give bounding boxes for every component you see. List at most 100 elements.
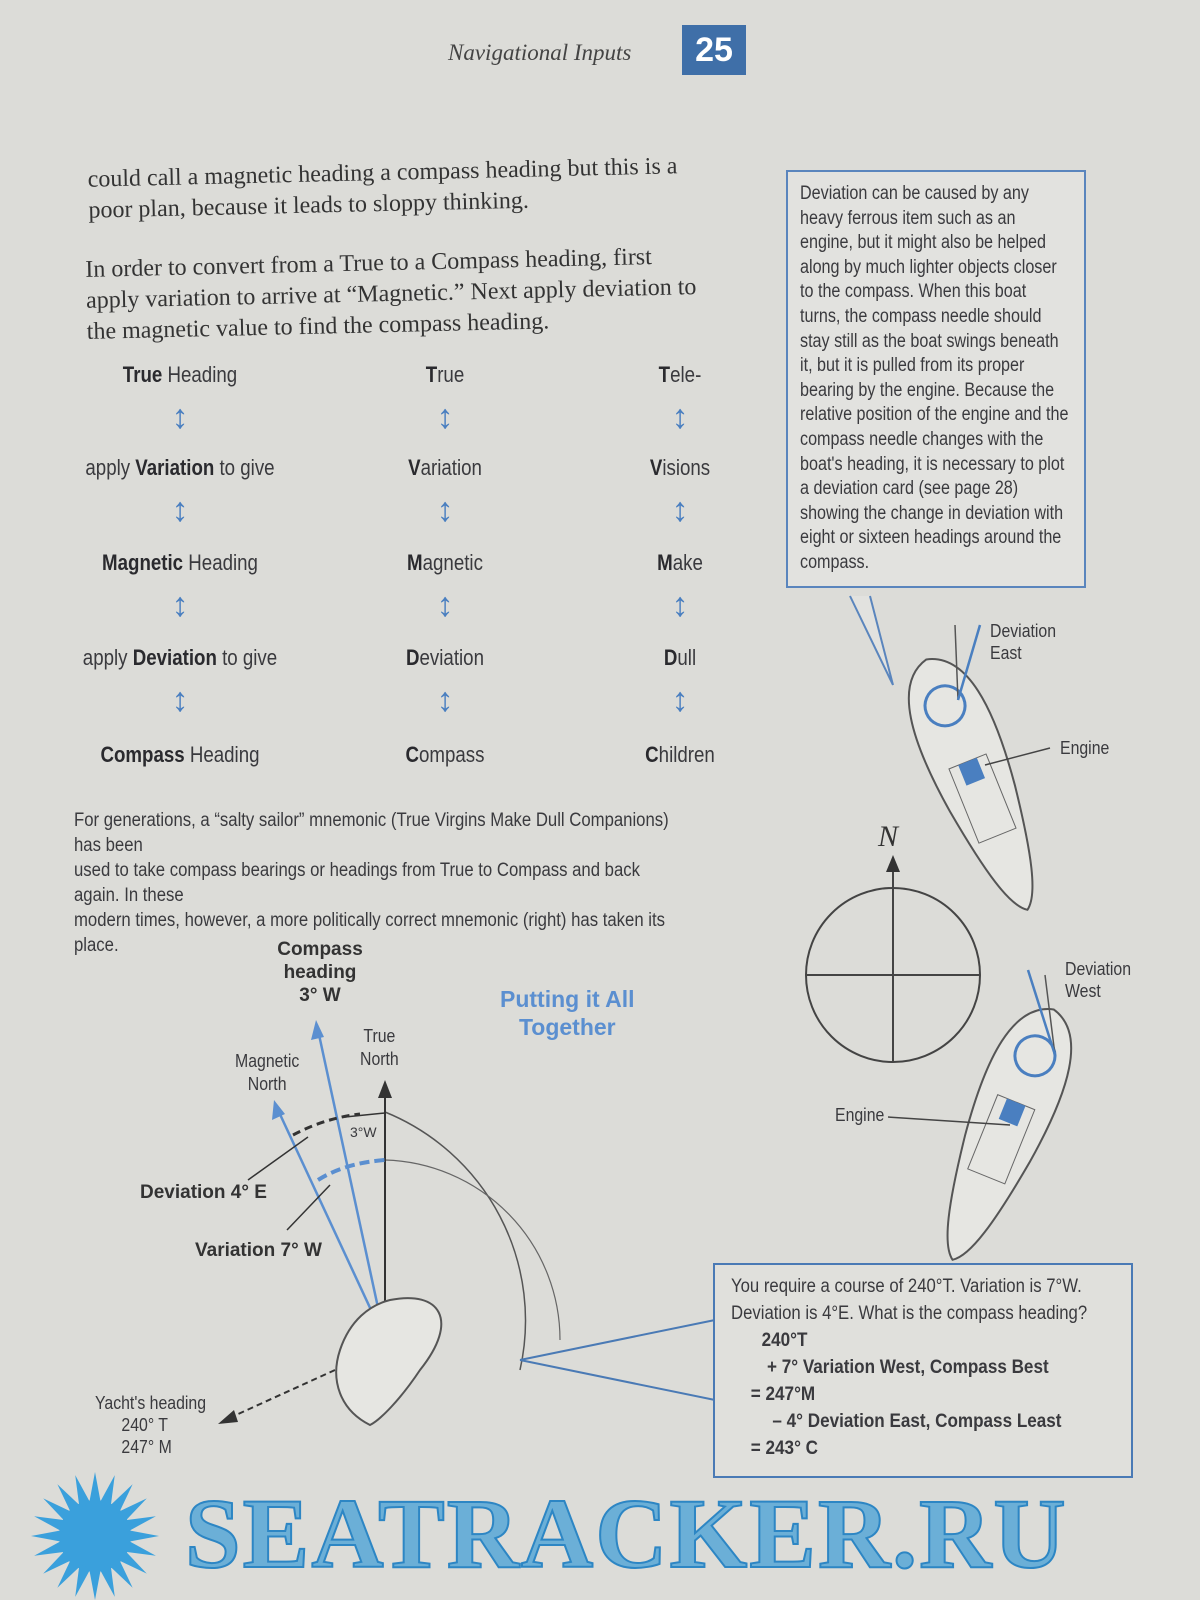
text-line: East	[990, 643, 1022, 663]
calc-magnetic: = 247°M	[750, 1384, 816, 1405]
emphasis: M	[657, 550, 673, 575]
sidebar-line: Deviation can be caused by any	[800, 183, 1029, 204]
compass-north-label: N	[878, 820, 899, 853]
text: apply	[85, 455, 136, 480]
calc-compass: = 243° C	[750, 1438, 819, 1459]
variation-label: Variation 7° W	[195, 1240, 322, 1261]
double-arrow-icon: ↕	[171, 491, 189, 529]
compass-icon	[923, 684, 967, 728]
sidebar-line: compass needle changes with the	[800, 428, 1044, 450]
engine-icon	[998, 1098, 1026, 1127]
sun-ray	[31, 1530, 63, 1542]
text-line: North	[360, 1049, 399, 1069]
text-line: North	[247, 1074, 287, 1094]
mnemonic-salty-item: Compass	[318, 742, 573, 768]
sun-ray	[75, 1475, 91, 1508]
true-north-label: True North	[360, 1025, 399, 1071]
mnemonic-steps-item: True Heading	[53, 362, 308, 388]
text-line: West	[1065, 981, 1101, 1001]
mnemonic-salty-item: Magnetic	[318, 550, 573, 576]
sidebar-line: heavy ferrous item such as an	[800, 207, 1016, 229]
text-line: Yacht's heading	[95, 1393, 207, 1413]
text-line: Magnetic	[235, 1051, 300, 1071]
text: rue	[437, 362, 465, 387]
watermark-logo: SEATRACKER.RU	[184, 1478, 1068, 1589]
text: ake	[672, 550, 703, 575]
sidebar-line: showing the change in deviation with	[800, 502, 1064, 524]
sidebar-line: eight or sixteen headings around the	[800, 527, 1062, 549]
compass-heading-label: Compass heading 3° W	[270, 938, 370, 1007]
sun-ray	[127, 1530, 159, 1542]
emphasis: Compass	[100, 742, 185, 767]
callout-tail	[849, 595, 894, 686]
text-line: modern times, however, a more politicall…	[74, 910, 666, 956]
yacht-icon	[335, 1297, 443, 1427]
sun-ray	[108, 1484, 133, 1514]
deviation-west-label: Deviation West	[1065, 958, 1131, 1002]
emphasis: V	[649, 455, 663, 480]
running-header: Navigational Inputs	[448, 40, 632, 65]
sidebar-line: a deviation card (see page 28)	[800, 478, 1019, 500]
problem-box: You require a course of 240°T. Variation…	[713, 1263, 1133, 1478]
emphasis: Variation	[135, 455, 215, 480]
double-arrow-icon: ↕	[671, 586, 689, 624]
page-number: 25	[682, 25, 746, 75]
text-line: Deviation	[990, 621, 1057, 641]
engine-bottom-label: Engine	[835, 1105, 885, 1125]
sun-ray	[43, 1498, 73, 1523]
deviation-label: Deviation 4° E	[140, 1182, 267, 1203]
text-line: Together	[518, 1014, 616, 1040]
calc-deviation: – 4° Deviation East, Compass Least	[772, 1411, 1062, 1432]
text: isions	[662, 455, 711, 480]
sidebar-line: stay still as the boat swings beneath	[800, 330, 1059, 352]
double-arrow-icon: ↕	[671, 491, 689, 529]
sidebar-line: compass.	[800, 551, 870, 573]
text: ompass	[419, 742, 485, 767]
mnemonic-modern-item: Dull	[553, 645, 808, 671]
mnemonic-steps-item: apply Variation to give	[53, 455, 308, 481]
emphasis: Deviation	[132, 645, 217, 670]
deviation-east-label: Deviation East	[990, 620, 1056, 664]
compass-rose-icon	[805, 855, 981, 1063]
text: hildren	[658, 742, 715, 767]
double-arrow-icon: ↕	[436, 398, 454, 436]
sidebar-line: boat's heading, it is necessary to plot	[800, 453, 1065, 475]
emphasis: D	[406, 645, 420, 670]
emphasis: True	[122, 362, 163, 387]
double-arrow-icon: ↕	[671, 398, 689, 436]
text: Heading	[184, 742, 260, 767]
calc-true: 240°T	[761, 1330, 808, 1351]
double-arrow-icon: ↕	[436, 681, 454, 719]
angle-label: 3°W	[350, 1124, 377, 1140]
text-line: True	[363, 1026, 396, 1046]
text: eviation	[419, 645, 484, 670]
text-line: 3° W	[299, 985, 341, 1006]
text-line: heading	[283, 962, 357, 983]
putting-together-title: Putting it All Together	[500, 985, 635, 1041]
mnemonic-modern-item: Tele-	[553, 362, 808, 388]
text-line: Putting it All	[500, 986, 635, 1012]
text-line: 240° T	[121, 1415, 168, 1435]
sidebar-line: to the compass. When this boat	[800, 281, 1027, 303]
emphasis: T	[425, 362, 438, 387]
text: apply	[82, 645, 133, 670]
sun-ray	[123, 1516, 156, 1532]
emphasis: Magnetic	[102, 550, 184, 575]
double-arrow-icon: ↕	[436, 491, 454, 529]
sun-ray	[43, 1549, 73, 1574]
emphasis: T	[658, 362, 671, 387]
sidebar-line: it, but it is pulled from its proper	[800, 355, 1025, 377]
double-arrow-icon: ↕	[436, 586, 454, 624]
mnemonic-steps-item: Compass Heading	[53, 742, 308, 768]
sun-ray	[108, 1558, 133, 1588]
sun-ray	[89, 1568, 101, 1600]
boat-top-icon	[907, 658, 1034, 911]
text: ele-	[670, 362, 702, 387]
mnemonic-modern-item: Visions	[553, 455, 808, 481]
text-line: Compass	[277, 939, 363, 960]
text: to give	[214, 455, 275, 480]
text: agnetic	[422, 550, 483, 575]
sun-ray	[123, 1540, 156, 1556]
engine-top-label: Engine	[1060, 738, 1110, 758]
